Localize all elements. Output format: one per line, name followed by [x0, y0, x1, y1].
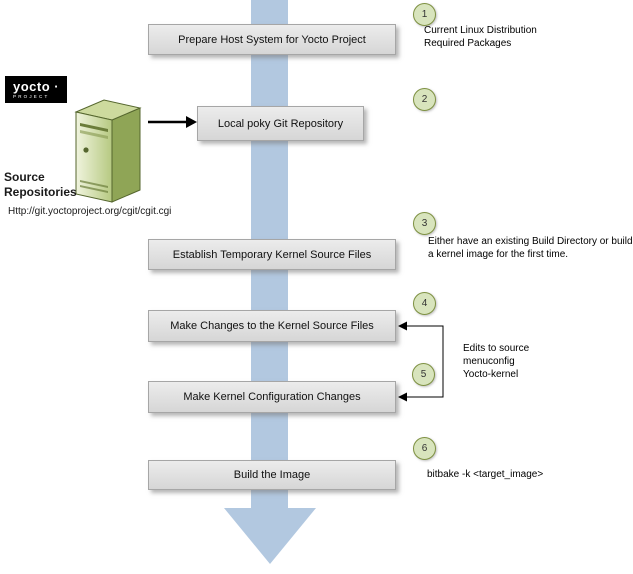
flow-arrow-head-icon [224, 508, 316, 564]
flow-step-box-4: Make Changes to the Kernel Source Files [148, 310, 396, 342]
source-repositories-label: Source Repositories [4, 170, 77, 199]
yocto-logo-word: yocto · [13, 79, 60, 94]
step-number-badge-1: 1 [413, 3, 436, 26]
source-repositories-url: Http://git.yoctoproject.org/cgit/cgit.cg… [8, 206, 172, 217]
annotation-step1: Current Linux Distribution Required Pack… [424, 25, 537, 49]
annotation-steps45: Edits to source menuconfig Yocto-kernel [463, 343, 530, 380]
step-number-badge-5: 5 [412, 363, 435, 386]
annotation-step6: bitbake -k <target_image> [427, 469, 544, 480]
yocto-logo-subtitle: PROJECT [13, 94, 50, 99]
step-number-badge-2: 2 [413, 88, 436, 111]
step-number-badge-4: 4 [413, 292, 436, 315]
flow-step-box-6: Build the Image [148, 460, 396, 490]
step-number-badge-3: 3 [413, 212, 436, 235]
bracket-connector-steps45 [398, 321, 444, 402]
annotation-step3: Either have an existing Build Directory … [428, 236, 633, 260]
flow-step-box-1: Prepare Host System for Yocto Project [148, 24, 396, 55]
flow-step-box-5: Make Kernel Configuration Changes [148, 381, 396, 413]
flow-step-box-3: Establish Temporary Kernel Source Files [148, 239, 396, 270]
server-icon [74, 99, 142, 203]
server-to-repo-arrow-icon [148, 116, 197, 128]
flow-step-box-2: Local poky Git Repository [197, 106, 364, 141]
yocto-logo: yocto · PROJECT [5, 76, 67, 103]
step-number-badge-6: 6 [413, 437, 436, 460]
